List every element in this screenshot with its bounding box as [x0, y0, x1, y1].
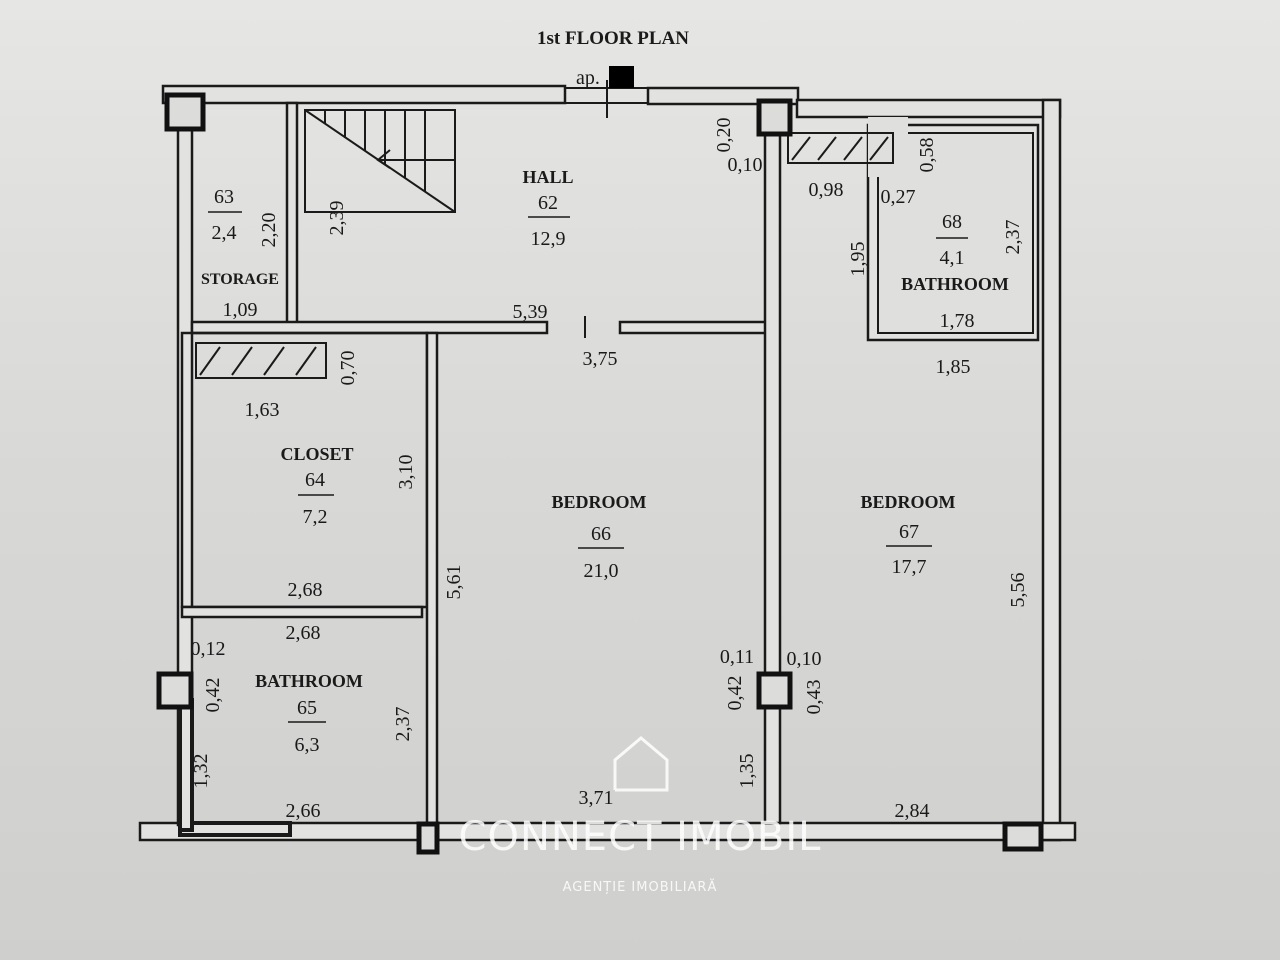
dimension: 0,70: [337, 351, 359, 386]
watermark: CONNECT IMOBIL AGENȚIE IMOBILIARĂ: [459, 736, 822, 895]
dimension: 1,35: [736, 754, 758, 789]
watermark-tagline: AGENȚIE IMOBILIARĂ: [563, 879, 718, 895]
watermark-brand: CONNECT IMOBIL: [459, 814, 822, 860]
dimension: 0,12: [191, 638, 226, 660]
room-number: 66: [591, 523, 611, 545]
dimension: 0,42: [724, 676, 746, 711]
closet-shelves: [195, 132, 894, 379]
dimension: 0,42: [202, 678, 224, 713]
room-number: 67: [899, 521, 919, 543]
room-number: 62: [538, 192, 558, 214]
dimension: 0,11: [720, 646, 754, 668]
dimension: 2,66: [286, 800, 321, 822]
dimension: 0,43: [803, 680, 825, 715]
room-name: HALL: [522, 167, 573, 187]
dimension: 3,10: [395, 455, 417, 490]
room-number: 68: [942, 211, 962, 233]
room-name: BATHROOM: [255, 671, 363, 691]
dimension: 1,85: [936, 356, 971, 378]
room-number: 63: [214, 186, 234, 208]
dimension: 3,71: [579, 787, 614, 809]
room-area: 6,3: [295, 734, 320, 756]
room-area: 17,7: [892, 556, 927, 578]
dimension: 2,39: [326, 201, 348, 236]
dimension: 5,61: [443, 565, 465, 600]
room-name: CLOSET: [280, 444, 353, 464]
dimension: 1,09: [223, 299, 258, 321]
room-area: 21,0: [584, 560, 619, 582]
dimension: 1,95: [847, 242, 869, 277]
dimension: 1,32: [190, 754, 212, 789]
dimension: 2,20: [258, 213, 280, 248]
fraction-lines: [208, 211, 968, 723]
dimension: 0,10: [787, 648, 822, 670]
dimension: 0,98: [809, 179, 844, 201]
apartment-label: ap.: [576, 67, 600, 89]
dimension: 5,39: [513, 301, 548, 323]
room-name: STORAGE: [201, 271, 279, 288]
dimension: 1,63: [245, 399, 280, 421]
plan-title: 1st FLOOR PLAN: [537, 28, 689, 49]
room-name: BEDROOM: [860, 492, 955, 512]
dimension: 0,10: [728, 154, 763, 176]
room-number: 64: [305, 469, 325, 491]
redaction-block: [609, 66, 634, 88]
dimension: 0,20: [713, 118, 735, 153]
room-number: 65: [297, 697, 317, 719]
dimension: 5,56: [1007, 573, 1029, 608]
dimension: 3,75: [583, 348, 618, 370]
dimension: 2,37: [392, 707, 414, 742]
room-name: BEDROOM: [551, 492, 646, 512]
room-name: BATHROOM: [901, 274, 1009, 294]
room-area: 4,1: [940, 247, 965, 269]
dimension: 0,27: [881, 186, 916, 208]
dimension: 2,68: [288, 579, 323, 601]
walls: [138, 80, 1077, 842]
staircase: [304, 109, 456, 213]
dimension-labels: 1,09 5,39 0,10 0,98 0,27 1,78 3,75 1,85 …: [190, 118, 1029, 823]
dimension: 2,68: [286, 622, 321, 644]
room-area: 12,9: [531, 228, 566, 250]
dimension: 1,78: [940, 310, 975, 332]
dimension: 0,58: [916, 138, 938, 173]
room-area: 7,2: [303, 506, 328, 528]
house-logo-icon: [613, 736, 669, 792]
columns: [156, 92, 1044, 855]
dimension: 2,37: [1002, 220, 1024, 255]
room-area: 2,4: [212, 222, 237, 244]
dimension: 2,84: [895, 800, 930, 822]
